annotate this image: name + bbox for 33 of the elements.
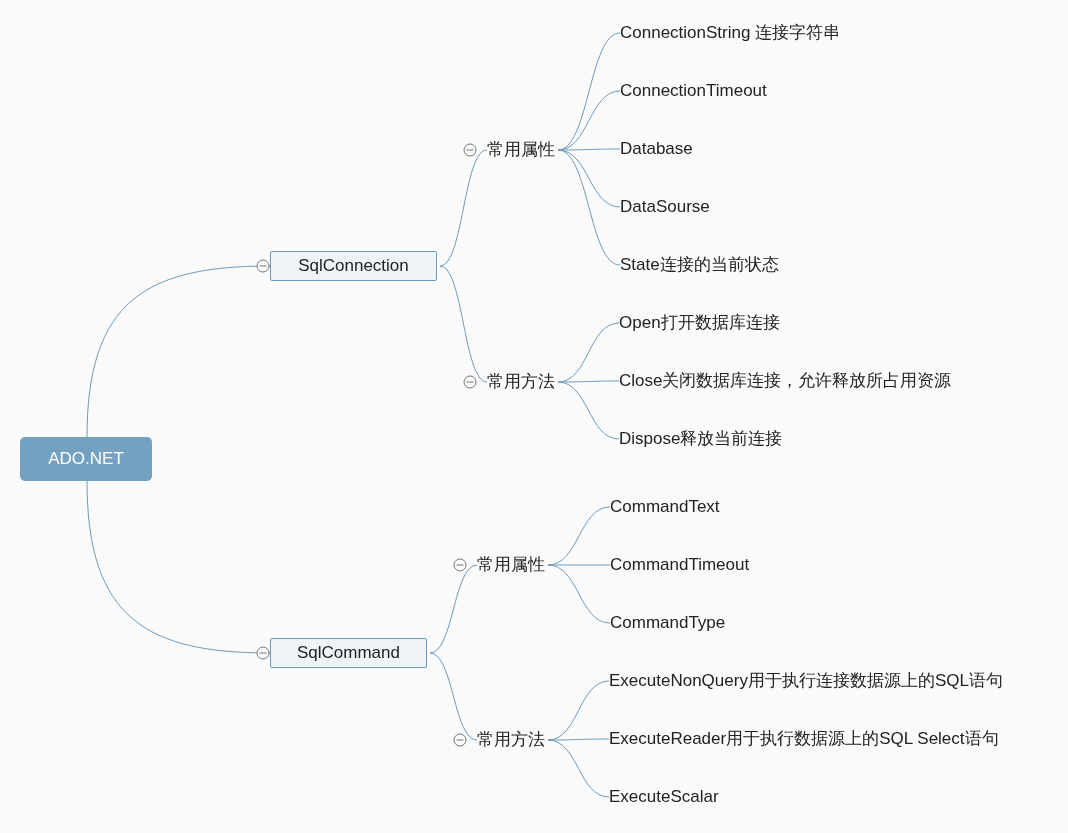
topic-label: ExecuteNonQuery用于执行连接数据源上的SQL语句 [609, 670, 1003, 692]
connector-line [557, 381, 620, 440]
topic-label: ExecuteScalar [609, 786, 719, 808]
connector-line [429, 564, 478, 654]
connector-line [557, 148, 621, 151]
topic-label: ConnectionString 连接字符串 [620, 22, 841, 44]
topic-label: CommandText [610, 496, 720, 518]
topic-label: CommandType [610, 612, 726, 634]
topic-label: CommandTimeout [610, 554, 750, 576]
topic-label: Open打开数据库连接 [619, 312, 780, 334]
topic-label: ConnectionTimeout [620, 80, 767, 102]
branch-label: 常用属性 [477, 554, 545, 576]
topic-box: SqlCommand [270, 638, 427, 668]
topic-label: ExecuteReader用于执行数据源上的SQL Select语句 [609, 728, 999, 750]
connector-line [429, 652, 478, 741]
topic-label: Dispose释放当前连接 [619, 428, 783, 450]
branch-label: 常用方法 [477, 729, 545, 751]
connector-line [439, 265, 488, 383]
connector-line [547, 564, 611, 624]
root-topic-box: ADO.NET [20, 437, 152, 481]
topic-box: SqlConnection [270, 251, 437, 281]
connector-line [557, 380, 620, 383]
connector-line [547, 739, 610, 798]
branch-label: 常用属性 [487, 139, 555, 161]
connector-line [547, 564, 611, 566]
topic-label: Close关闭数据库连接，允许释放所占用资源 [619, 370, 952, 392]
topic-label: Database [620, 138, 693, 160]
topic-label: State连接的当前状态 [620, 254, 779, 276]
branch-label: 常用方法 [487, 371, 555, 393]
connector-line [547, 738, 610, 741]
topic-label: DataSourse [620, 196, 710, 218]
connector-line [439, 149, 488, 267]
connector-line [557, 149, 621, 266]
